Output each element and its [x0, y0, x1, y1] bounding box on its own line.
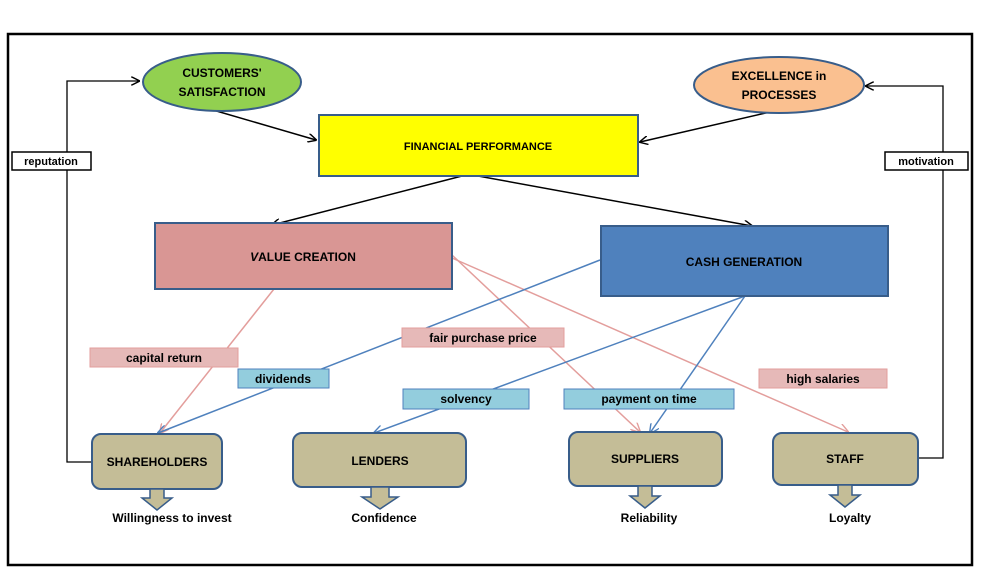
motivation-loop-arrow: [866, 86, 944, 459]
excellence-line1: EXCELLENCE in: [732, 69, 827, 83]
customers-satisfaction-node: CUSTOMERS' SATISFACTION: [142, 52, 302, 112]
suppliers-label: SUPPLIERS: [611, 452, 679, 466]
excellence-to-financial-arrow: [640, 111, 771, 142]
high-salaries-label-box: high salaries: [758, 368, 888, 389]
lenders-down-arrow: [359, 486, 401, 510]
excellence-line2: PROCESSES: [742, 88, 817, 102]
value-creation-node: VALUE CREATION: [154, 222, 453, 290]
cash-to-lenders-arrow: [374, 295, 746, 433]
customers-line1: CUSTOMERS': [182, 66, 261, 80]
reputation-label: reputation: [24, 156, 78, 168]
capital-return-label: capital return: [126, 351, 202, 365]
value-creation-label: VALUE CREATION: [250, 250, 356, 264]
dividends-label: dividends: [255, 372, 311, 386]
cash-generation-label: CASH GENERATION: [686, 255, 802, 269]
lenders-node: LENDERS Confidence: [292, 432, 467, 525]
financial-performance-node: FINANCIAL PERFORMANCE: [318, 114, 639, 177]
cash-to-shareholders-arrow: [158, 259, 601, 433]
suppliers-down-arrow: [627, 485, 663, 509]
reputation-loop-arrow: [66, 81, 139, 463]
solvency-label: solvency: [440, 392, 492, 406]
shareholders-label: SHAREHOLDERS: [107, 455, 208, 469]
reputation-label-box: reputation: [11, 151, 92, 171]
financial-to-cash-arrow: [477, 175, 752, 226]
suppliers-outcome: Reliability: [621, 511, 678, 525]
fair-purchase-price-label-box: fair purchase price: [401, 327, 565, 348]
lenders-label: LENDERS: [351, 454, 408, 468]
staff-down-arrow: [827, 484, 863, 508]
motivation-label-box: motivation: [884, 151, 969, 171]
customers-line2: SATISFACTION: [178, 85, 265, 99]
cash-generation-node: CASH GENERATION: [600, 225, 889, 297]
lenders-outcome: Confidence: [351, 511, 417, 525]
dividends-label-box: dividends: [237, 368, 330, 389]
shareholders-node: SHAREHOLDERS Willingness to invest: [91, 433, 232, 525]
customers-to-financial-arrow: [212, 109, 316, 140]
capital-return-label-box: capital return: [89, 347, 239, 368]
suppliers-node: SUPPLIERS Reliability: [568, 431, 723, 525]
shareholders-outcome: Willingness to invest: [112, 511, 231, 525]
payment-on-time-label: payment on time: [601, 392, 697, 406]
staff-node: STAFF Loyalty: [772, 432, 919, 525]
motivation-label: motivation: [898, 156, 954, 168]
financial-performance-label: FINANCIAL PERFORMANCE: [404, 141, 552, 153]
staff-label: STAFF: [826, 452, 864, 466]
high-salaries-label: high salaries: [786, 372, 860, 386]
staff-outcome: Loyalty: [829, 511, 871, 525]
shareholders-down-arrow: [139, 488, 175, 511]
payment-on-time-label-box: payment on time: [563, 388, 735, 410]
fair-purchase-price-label: fair purchase price: [429, 331, 537, 345]
cash-to-suppliers-arrow: [650, 295, 746, 433]
financial-to-value-arrow: [272, 175, 463, 225]
excellence-processes-node: EXCELLENCE in PROCESSES: [693, 56, 865, 114]
solvency-label-box: solvency: [402, 388, 530, 410]
value-to-staff-arrow: [451, 257, 848, 432]
